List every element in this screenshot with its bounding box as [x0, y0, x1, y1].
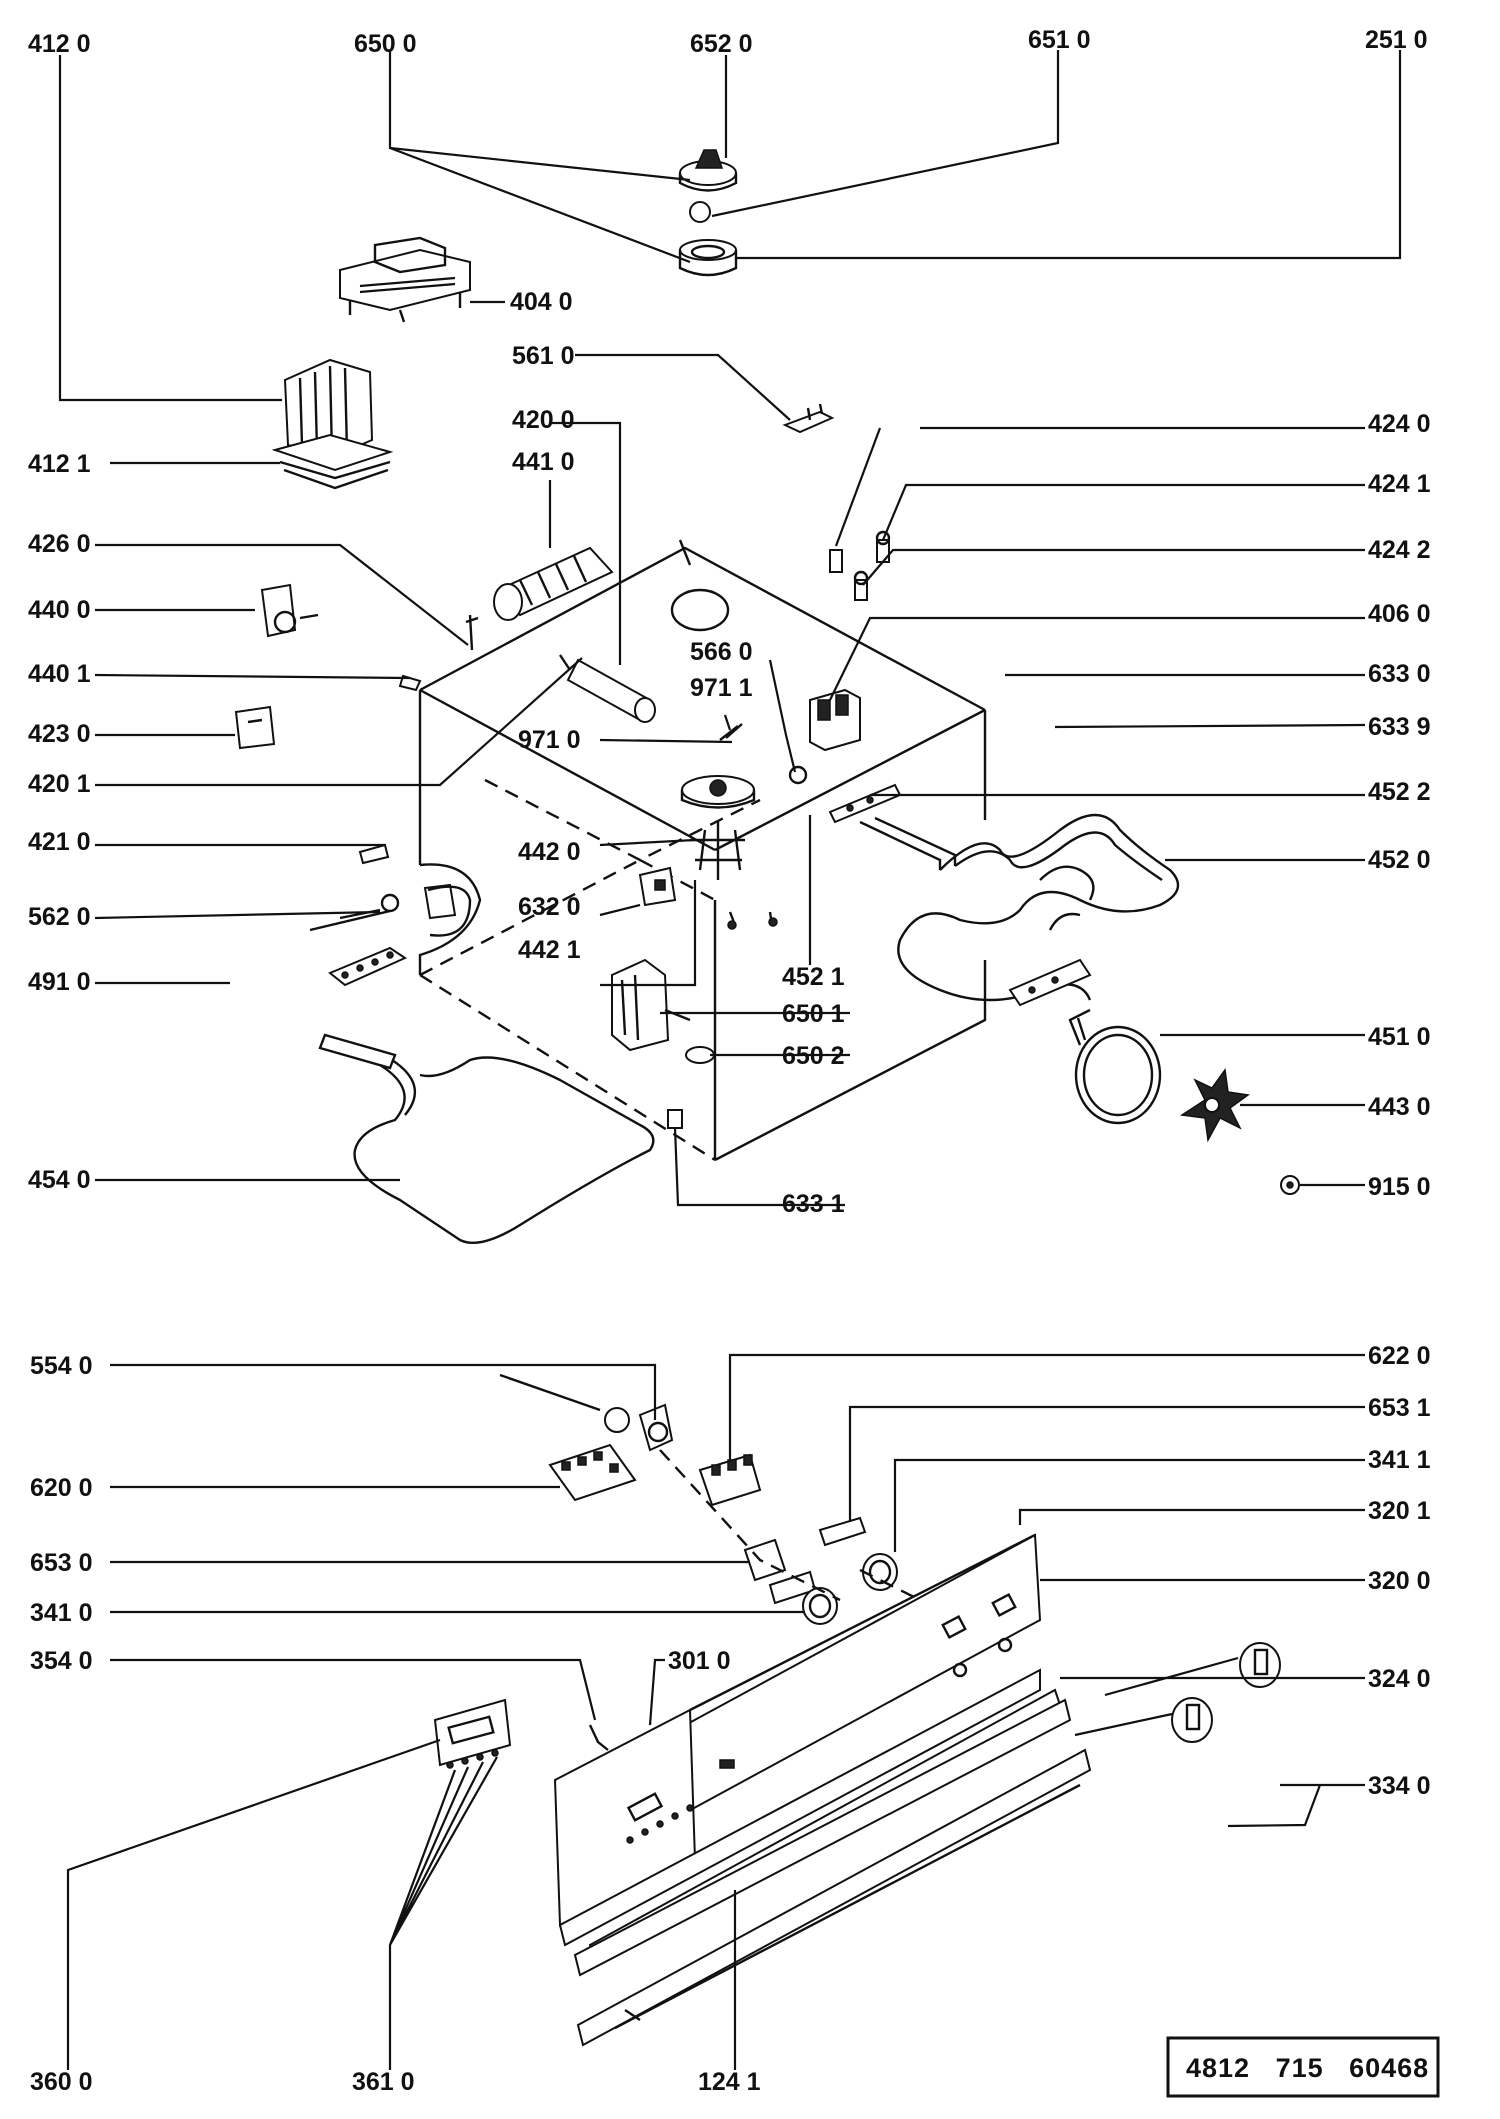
timer-drawing — [433, 1698, 609, 1769]
fan-blade-drawing — [1179, 1068, 1250, 1143]
label-562-0: 562 0 — [28, 903, 91, 931]
label-320-1: 320 1 — [1368, 1497, 1431, 1525]
label-451-0: 451 0 — [1368, 1023, 1431, 1051]
label-653-1: 653 1 — [1368, 1394, 1431, 1422]
nut-drawing — [1280, 1175, 1300, 1195]
mount-bracket-drawing — [638, 866, 778, 930]
label-561-0: 561 0 — [512, 342, 575, 370]
lamp-drawing — [559, 654, 656, 723]
label-651-0: 651 0 — [1028, 26, 1091, 54]
sensor-drawing — [719, 723, 808, 785]
control-panel-drawing — [553, 1533, 1042, 1947]
part-labels: 412 0 650 0 652 0 651 0 251 0 404 0 561 … — [28, 26, 1431, 2096]
label-424-0: 424 0 — [1368, 410, 1431, 438]
label-301-0: 301 0 — [668, 1647, 731, 1675]
grill-element-drawing — [828, 783, 1180, 1007]
label-124-1: 124 1 — [698, 2068, 761, 2096]
label-334-0: 334 0 — [1368, 1772, 1431, 1800]
label-426-0: 426 0 — [28, 530, 91, 558]
label-424-2: 424 2 — [1368, 536, 1431, 564]
label-441-0: 441 0 — [512, 448, 575, 476]
label-652-0: 652 0 — [690, 30, 753, 58]
label-440-0: 440 0 — [28, 596, 91, 624]
magnetron-drawing — [271, 358, 394, 490]
label-406-0: 406 0 — [1368, 600, 1431, 628]
transformer-drawing — [339, 236, 471, 323]
label-442-0: 442 0 — [518, 838, 581, 866]
label-452-1: 452 1 — [782, 963, 845, 991]
label-442-1: 442 1 — [518, 936, 581, 964]
label-622-0: 622 0 — [1368, 1342, 1431, 1370]
label-632-0: 632 0 — [518, 893, 581, 921]
label-633-9: 633 9 — [1368, 713, 1431, 741]
label-354-0: 354 0 — [30, 1647, 93, 1675]
label-324-0: 324 0 — [1368, 1665, 1431, 1693]
label-423-0: 423 0 — [28, 720, 91, 748]
label-620-0: 620 0 — [30, 1474, 93, 1502]
label-361-0: 361 0 — [352, 2068, 415, 2096]
label-971-0: 971 0 — [518, 726, 581, 754]
label-440-1: 440 1 — [28, 660, 91, 688]
label-412-1: 412 1 — [28, 450, 91, 478]
label-971-1: 971 1 — [690, 674, 753, 702]
label-566-0: 566 0 — [690, 638, 753, 666]
heater-drawing — [493, 546, 614, 621]
label-454-0: 454 0 — [28, 1166, 91, 1194]
label-491-0: 491 0 — [28, 968, 91, 996]
label-424-1: 424 1 — [1368, 470, 1431, 498]
clip-drawing — [667, 1109, 683, 1129]
label-653-0: 653 0 — [30, 1549, 93, 1577]
label-650-1: 650 1 — [782, 1000, 845, 1028]
trim-strip-drawing — [573, 1688, 1092, 2047]
label-452-2: 452 2 — [1368, 778, 1431, 806]
label-650-0: 650 0 — [354, 30, 417, 58]
small-parts-left — [234, 583, 479, 987]
drawing-reference-box: 4812 715 60468 — [1166, 2036, 1440, 2098]
label-452-0: 452 0 — [1368, 846, 1431, 874]
control-parts-drawing — [499, 1373, 951, 1625]
label-650-2: 650 2 — [782, 1042, 845, 1070]
label-404-0: 404 0 — [510, 288, 573, 316]
knob-assembly-drawing — [678, 149, 738, 277]
label-341-1: 341 1 — [1368, 1446, 1431, 1474]
drawing-reference-number: 4812 715 60468 — [1186, 2053, 1429, 2083]
circular-element-drawing — [1068, 1008, 1162, 1125]
bottom-element-drawing — [318, 1033, 655, 1244]
leader-lines — [58, 50, 1402, 2070]
label-341-0: 341 0 — [30, 1599, 93, 1627]
label-251-0: 251 0 — [1365, 26, 1428, 54]
label-421-0: 421 0 — [28, 828, 91, 856]
label-443-0: 443 0 — [1368, 1093, 1431, 1121]
label-633-1: 633 1 — [782, 1190, 845, 1218]
bracket-drawing — [782, 403, 835, 434]
label-412-0: 412 0 — [28, 30, 91, 58]
knobs-drawing — [1074, 1642, 1281, 1743]
oven-cavity-drawing — [418, 539, 987, 1162]
fan-motor-drawing — [680, 775, 756, 880]
label-915-0: 915 0 — [1368, 1173, 1431, 1201]
label-320-0: 320 0 — [1368, 1567, 1431, 1595]
label-420-0: 420 0 — [512, 406, 575, 434]
label-633-0: 633 0 — [1368, 660, 1431, 688]
relay-drawing — [809, 688, 861, 752]
thermostat-drawing — [611, 958, 715, 1064]
label-360-0: 360 0 — [30, 2068, 93, 2096]
label-554-0: 554 0 — [30, 1352, 93, 1380]
label-420-1: 420 1 — [28, 770, 91, 798]
